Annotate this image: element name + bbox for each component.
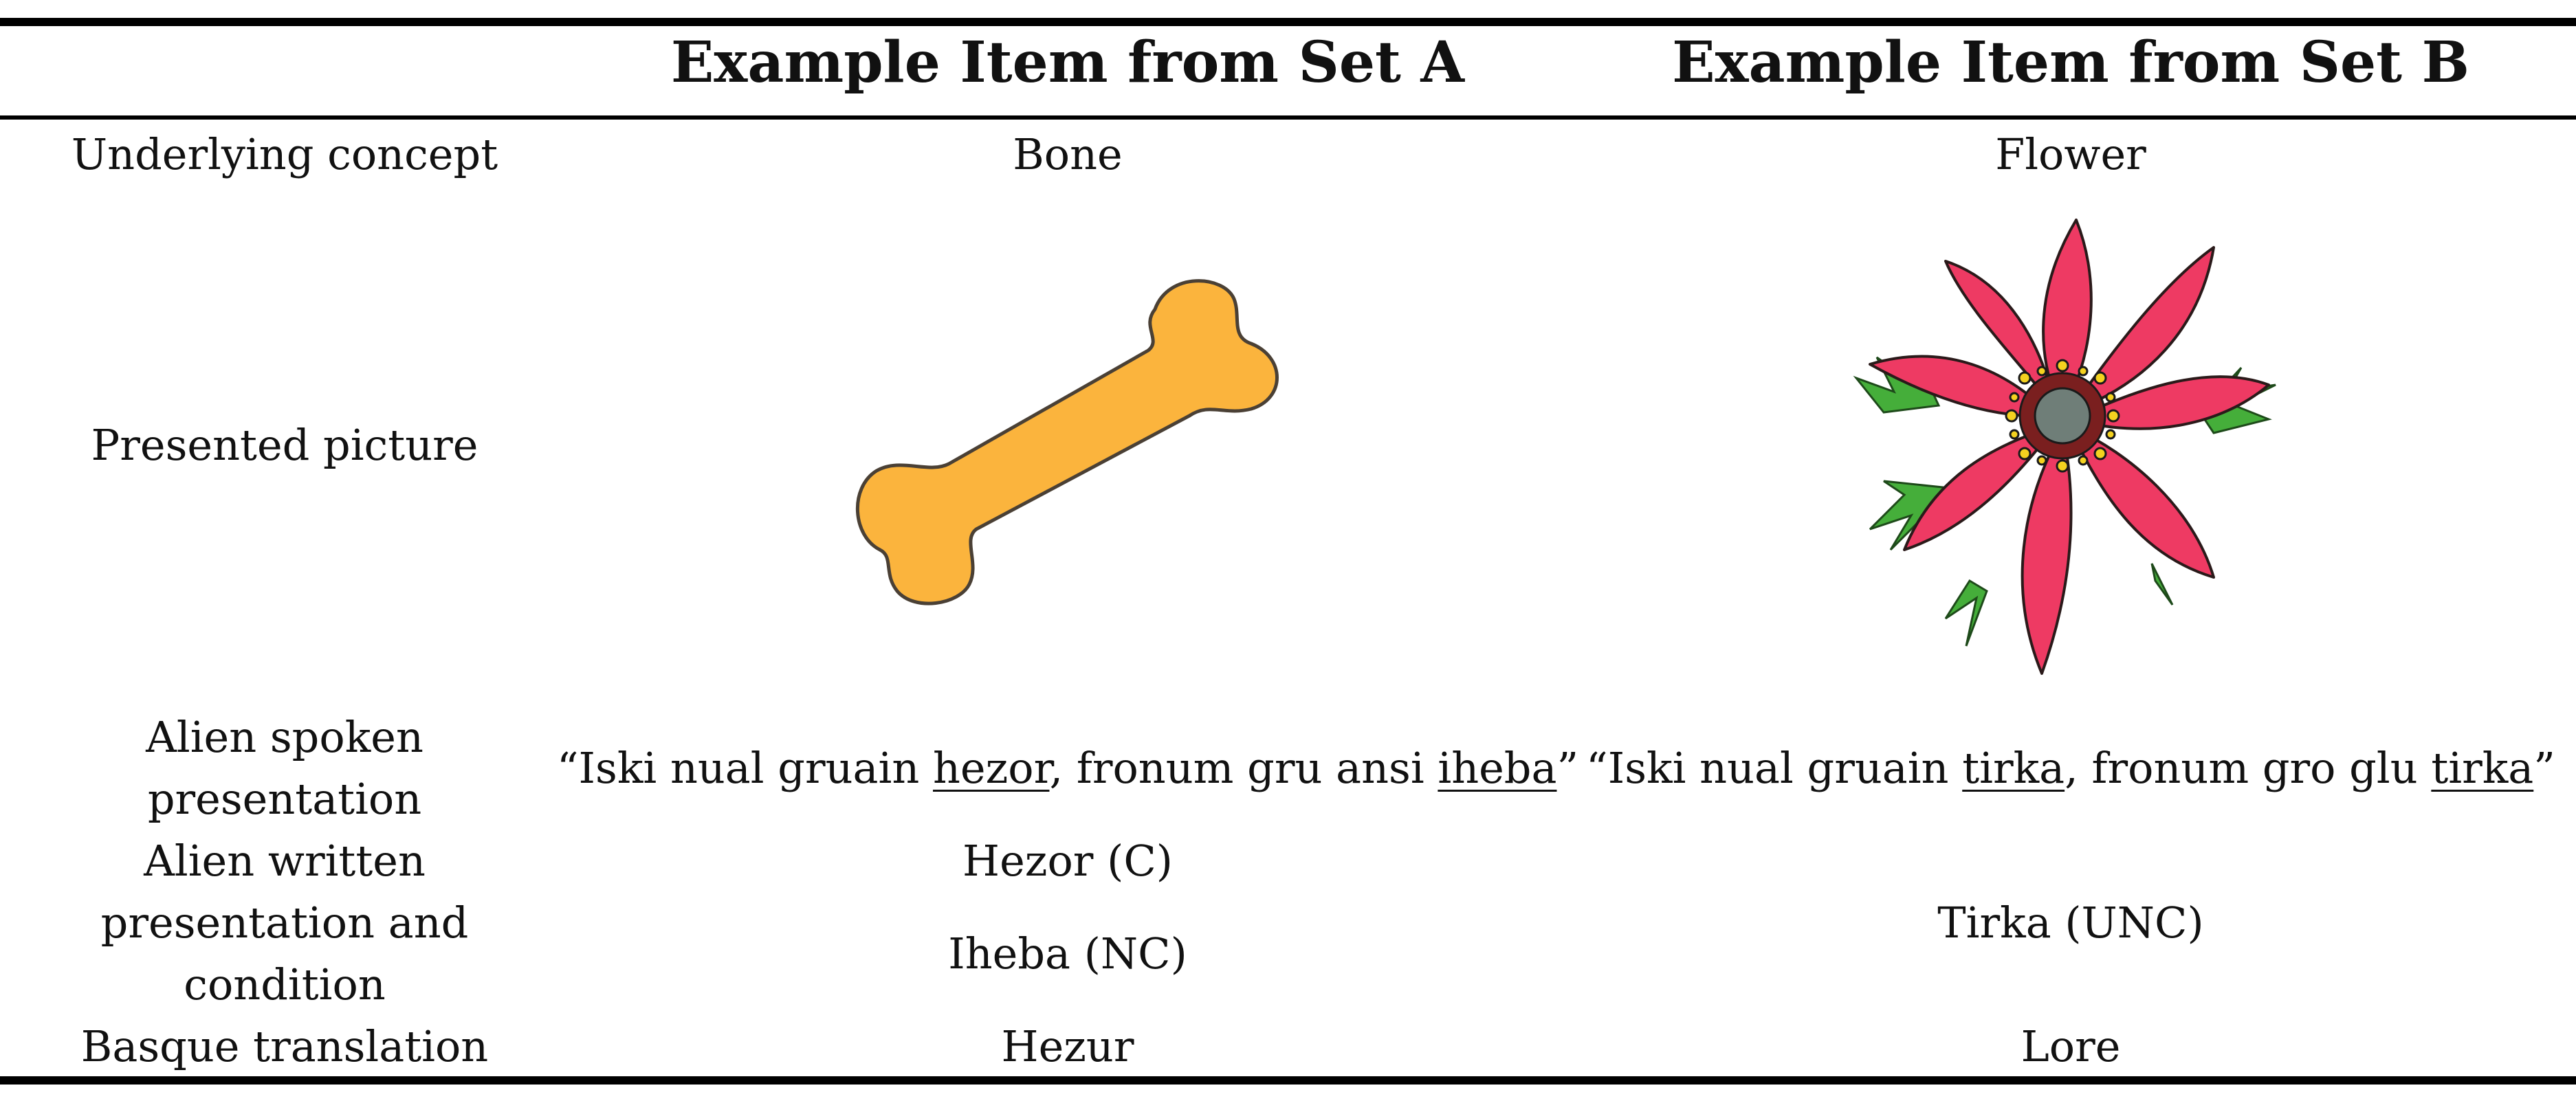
row-label-concept: Underlying concept <box>71 129 498 179</box>
bone-icon <box>855 279 1279 605</box>
row-label-spoken-line2: presentation <box>147 774 422 824</box>
spoken-b-part3: ” <box>2533 743 2555 793</box>
written-set-a-line2: Iheba (NC) <box>948 928 1187 979</box>
spoken-b-part1: “Iski nual gruain <box>1586 743 1963 793</box>
row-label-spoken-line1: Alien spoken <box>146 712 423 762</box>
table-bottom-rule <box>0 1076 2576 1085</box>
concept-set-a: Bone <box>1013 129 1123 179</box>
row-label-written-line2: presentation and <box>100 898 469 948</box>
header-set-a: Example Item from Set A <box>670 30 1465 96</box>
written-set-a-line1: Hezor (C) <box>962 836 1173 886</box>
spoken-set-a: “Iski nual gruain hezor, fronum gru ansi… <box>557 737 1578 799</box>
header-set-b: Example Item from Set B <box>1672 30 2469 96</box>
spoken-b-word2: tirka <box>2431 743 2534 793</box>
basque-set-a: Hezur <box>1001 1021 1134 1071</box>
row-label-written-line1: Alien written <box>144 836 426 886</box>
basque-set-b: Lore <box>2021 1021 2121 1071</box>
row-label-picture: Presented picture <box>91 420 478 470</box>
spoken-b-word1: tirka <box>1962 743 2065 793</box>
petals <box>1869 219 2270 675</box>
spoken-a-word2: iheba <box>1438 743 1557 793</box>
flower-center <box>2005 359 2120 473</box>
flower-icon <box>1853 219 2276 675</box>
table-top-rule <box>0 18 2576 26</box>
spoken-a-part2: , fronum gru ansi <box>1049 743 1438 793</box>
spoken-a-word1: hezor <box>933 743 1050 793</box>
row-label-basque: Basque translation <box>80 1021 489 1071</box>
spoken-b-part2: , fronum gro glu <box>2065 743 2432 793</box>
bone-shape <box>855 279 1279 605</box>
concept-set-b: Flower <box>1995 129 2146 179</box>
table-header-rule <box>0 115 2576 120</box>
spoken-a-part3: ” <box>1556 743 1579 793</box>
written-set-b: Tirka (UNC) <box>1937 898 2204 948</box>
spoken-a-part1: “Iski nual gruain <box>556 743 933 793</box>
spoken-set-b: “Iski nual gruain tirka, fronum gro glu … <box>1586 737 2555 799</box>
row-label-written-line3: condition <box>184 959 386 1010</box>
